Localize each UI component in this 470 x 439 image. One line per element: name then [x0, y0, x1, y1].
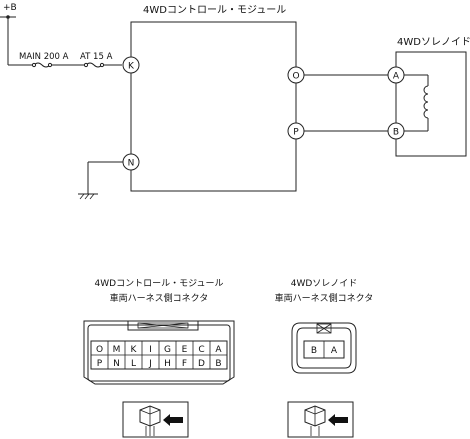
module-connector-pins: O M K I G E C A P N L J H F D B	[96, 345, 222, 369]
solenoid-coil	[423, 85, 429, 119]
power-label: +B	[3, 3, 17, 13]
at-fuse-label: AT 15 A	[80, 52, 113, 62]
terminal-A: A	[387, 66, 405, 84]
svg-text:A: A	[215, 345, 222, 355]
svg-text:B: B	[215, 359, 221, 369]
svg-text:N: N	[113, 359, 120, 369]
solenoid-box	[395, 51, 467, 157]
solenoid-connector-title-2: 車両ハーネス側コネクタ	[275, 292, 374, 304]
terminal-N: N	[122, 153, 140, 171]
svg-text:M: M	[113, 345, 121, 355]
solenoid-connector-title-1: 4WDソレノイド	[291, 279, 358, 289]
svg-text:N: N	[128, 159, 135, 169]
main-fuse	[31, 62, 53, 68]
module-connector-title-1: 4WDコントロール・モジュール	[95, 279, 224, 289]
solenoid-title: 4WDソレノイド	[397, 37, 470, 48]
module-connector-face	[83, 320, 235, 385]
svg-text:A: A	[331, 346, 338, 356]
svg-text:P: P	[293, 128, 299, 138]
svg-text:K: K	[128, 62, 135, 72]
terminal-K: K	[122, 56, 140, 74]
svg-text:H: H	[164, 359, 171, 369]
svg-text:C: C	[198, 345, 204, 355]
ground-symbol	[78, 193, 98, 200]
svg-text:I: I	[149, 345, 152, 355]
module-title: 4WDコントロール・モジュール	[143, 5, 286, 16]
terminal-B: B	[387, 122, 405, 140]
svg-text:P: P	[97, 359, 103, 369]
svg-text:L: L	[131, 359, 136, 369]
main-fuse-label: MAIN 200 A	[19, 52, 69, 62]
svg-text:A: A	[393, 72, 400, 82]
connector-orientation-icon	[287, 401, 354, 438]
terminal-P: P	[287, 122, 305, 140]
terminal-O: O	[287, 66, 305, 84]
at-fuse	[83, 62, 105, 68]
svg-text:D: D	[198, 359, 205, 369]
svg-text:G: G	[164, 345, 171, 355]
svg-text:O: O	[292, 72, 299, 82]
module-box	[130, 21, 297, 192]
svg-text:K: K	[131, 345, 138, 355]
svg-text:E: E	[182, 345, 188, 355]
svg-text:F: F	[182, 359, 187, 369]
svg-text:B: B	[311, 346, 317, 356]
module-connector-title-2: 車両ハーネス側コネクタ	[110, 292, 209, 304]
svg-text:B: B	[393, 128, 399, 138]
connector-orientation-icon	[122, 401, 189, 438]
solenoid-connector-pins: B A	[311, 346, 338, 356]
svg-text:O: O	[96, 345, 103, 355]
solenoid-connector-face	[291, 322, 357, 374]
svg-text:J: J	[148, 359, 152, 369]
